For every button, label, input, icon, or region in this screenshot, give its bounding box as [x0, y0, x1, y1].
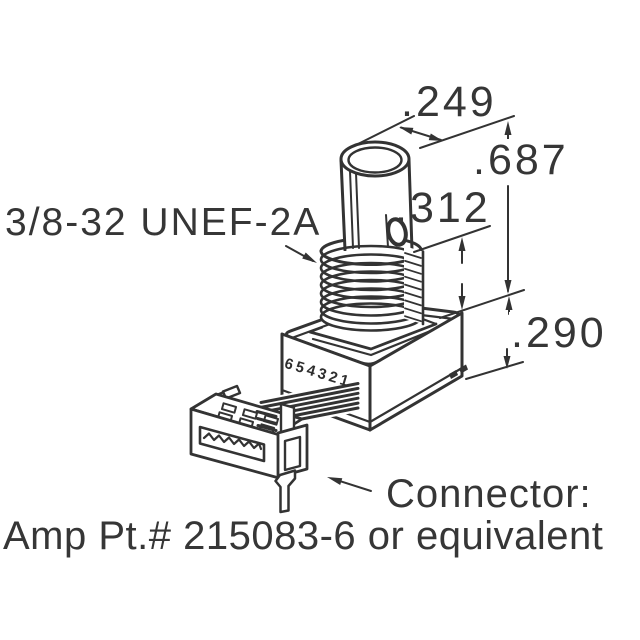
connector-callout-title: Connector:: [386, 472, 592, 516]
shaft-left-edge: [339, 158, 347, 252]
bushing-flange-back-stub: [308, 326, 324, 334]
body-lip-right: [368, 366, 464, 424]
connector-part-number: Amp Pt.# 215083-6 or equivalent: [3, 514, 604, 558]
extension-line: [465, 361, 524, 380]
dim-arrowhead: [458, 237, 466, 251]
connector-contact-zigzag: [202, 432, 263, 451]
bushing-flange-edge: [308, 322, 438, 351]
locating-hole: [386, 217, 408, 247]
shaft-right-edge: [407, 158, 414, 252]
pin: [259, 382, 360, 404]
body-foot-mark: [449, 370, 458, 379]
dim-shaft-diameter-label: .249: [401, 78, 497, 126]
connector-front-slot: [198, 425, 266, 463]
connector: [189, 384, 309, 514]
pin: [259, 386, 360, 409]
dim-overall-height-label: .687: [471, 136, 571, 184]
dim-body-height-label: .290: [509, 309, 609, 357]
connector-pin-entries: [255, 410, 278, 432]
dim-arrowhead: [504, 280, 512, 294]
dimension-graphics: [285, 115, 525, 492]
dim-arrowhead: [504, 121, 512, 135]
dim-arrowhead: [458, 296, 466, 310]
shaft-flat-line: [355, 172, 360, 249]
shaft-top-chamfer: [347, 146, 403, 174]
dim-arrowhead: [399, 127, 414, 135]
pin: [259, 391, 360, 414]
dim-arrowhead: [503, 356, 511, 369]
body-foot-mark: [459, 364, 468, 374]
thread-profile-ticks: [404, 252, 422, 323]
dim-arrowhead: [428, 133, 443, 141]
dim-thread-length-label: .312: [395, 184, 491, 232]
connector-mounting-leg: [274, 469, 297, 514]
connector-latch-hole: [283, 435, 302, 472]
bushing-flange-thickness: [311, 328, 435, 357]
extension-line: [439, 289, 525, 319]
leader-arrowhead: [302, 252, 317, 263]
extension-line: [347, 115, 415, 150]
shaft-flat-line: [349, 170, 354, 249]
leader-arrowhead: [327, 477, 343, 485]
extension-line: [419, 115, 515, 149]
extension-line: [413, 225, 491, 253]
thread-spec-label: 3/8-32 UNEF-2A: [5, 201, 322, 244]
bushing-flange-back-stub: [422, 318, 438, 326]
dim-arrowhead: [505, 296, 513, 310]
